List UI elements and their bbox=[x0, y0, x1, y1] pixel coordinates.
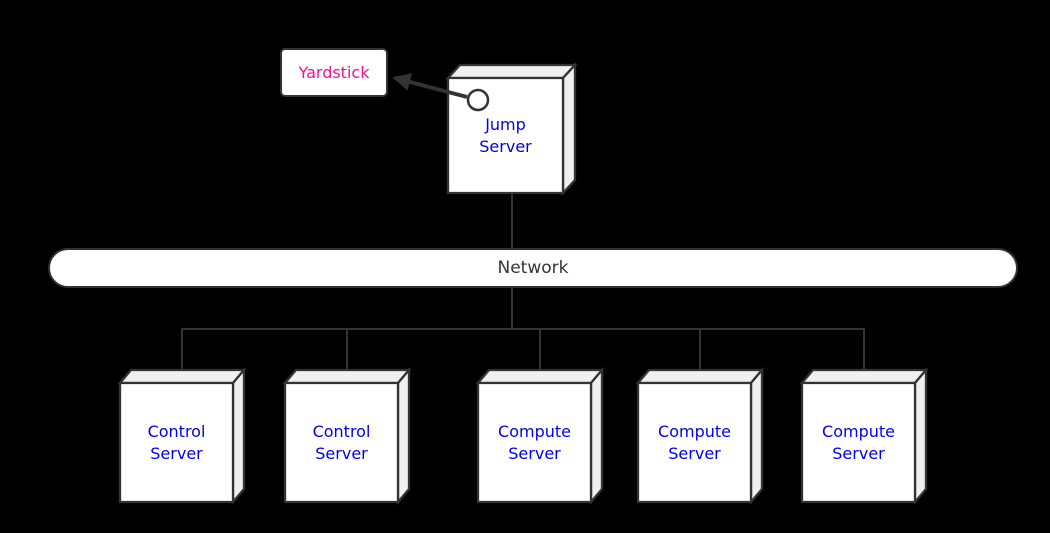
box-front-face bbox=[800, 381, 917, 504]
box3d-shape bbox=[475, 366, 605, 506]
box-top-face bbox=[117, 368, 247, 385]
server-label: Compute Server bbox=[498, 422, 571, 463]
box-top-face bbox=[635, 368, 765, 385]
jump-server-label: Jump Server bbox=[479, 115, 532, 156]
box-right-face bbox=[396, 366, 411, 506]
server-node-control-2: Control Server bbox=[282, 366, 412, 506]
server-label: Compute Server bbox=[658, 422, 731, 463]
server-node-compute-3: Compute Server bbox=[799, 366, 929, 506]
box3d-shape bbox=[282, 366, 412, 506]
box3d-shape bbox=[635, 366, 765, 506]
box-right-face bbox=[913, 366, 928, 506]
yardstick-node: Yardstick bbox=[280, 48, 388, 97]
box-top-face bbox=[799, 368, 929, 385]
network-node: Network bbox=[48, 248, 1018, 288]
box-front-face bbox=[636, 381, 753, 504]
box3d-shape bbox=[117, 366, 247, 506]
server-label: Control Server bbox=[147, 422, 206, 463]
box-front-face bbox=[476, 381, 593, 504]
box-front-face bbox=[118, 381, 235, 504]
server-node-control-1: Control Server bbox=[117, 366, 247, 506]
server-label: Control Server bbox=[312, 422, 371, 463]
box-right-face bbox=[561, 62, 577, 196]
box-top-face bbox=[475, 368, 605, 385]
network-label: Network bbox=[497, 258, 569, 278]
box-right-face bbox=[749, 366, 764, 506]
box-top-face bbox=[282, 368, 412, 385]
box-right-face bbox=[589, 366, 604, 506]
server-label: Compute Server bbox=[822, 422, 895, 463]
box3d-shape bbox=[799, 366, 929, 506]
server-node-compute-1: Compute Server bbox=[475, 366, 605, 506]
box-right-face bbox=[231, 366, 246, 506]
server-node-compute-2: Compute Server bbox=[635, 366, 765, 506]
yardstick-label: Yardstick bbox=[298, 63, 370, 82]
box-top-face bbox=[445, 63, 578, 80]
jump-server-node: Jump Server bbox=[445, 62, 578, 196]
box-front-face bbox=[283, 381, 400, 504]
